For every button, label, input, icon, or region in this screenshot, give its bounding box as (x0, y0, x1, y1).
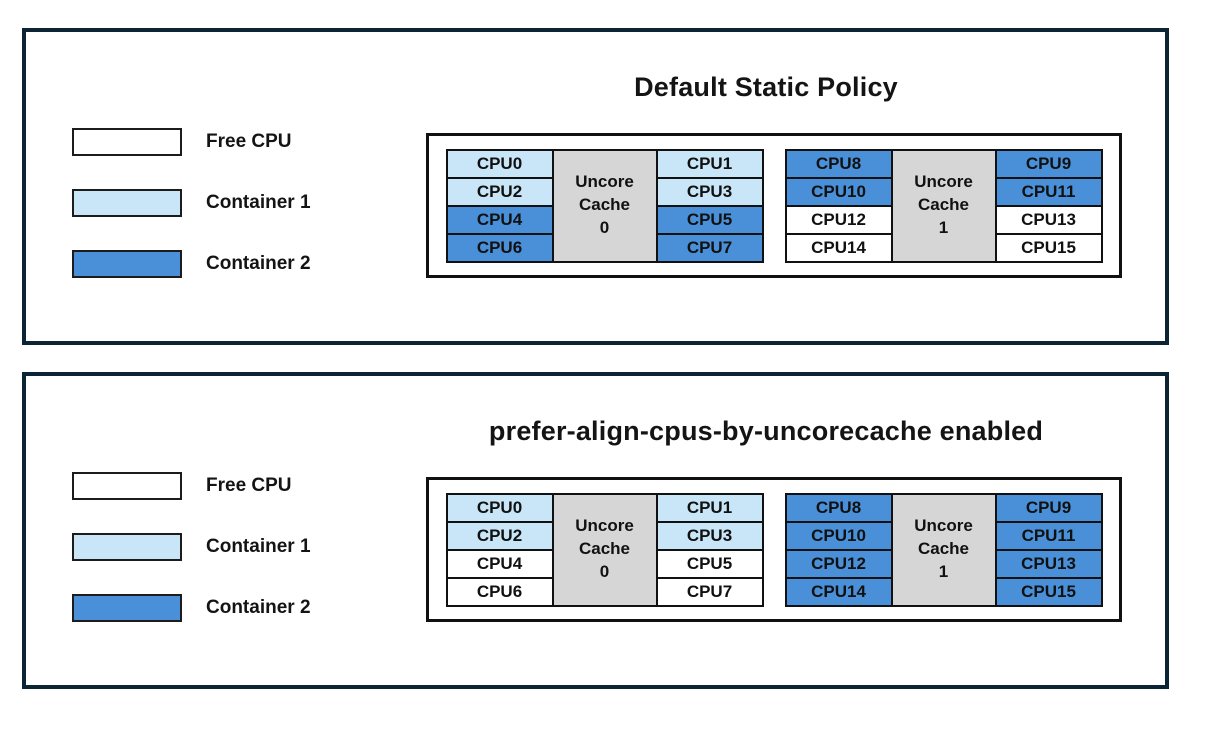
cpu-cell: CPU1 (655, 492, 764, 523)
cpu-topology-diagram: CPU0 CPU2 CPU4 CPU6 Uncore Cache 0 CPU1 … (426, 133, 1122, 278)
cpu-cell: CPU12 (784, 204, 893, 235)
cpu-cell: CPU9 (994, 148, 1103, 179)
legend-swatch-free-cpu (72, 472, 182, 500)
legend-swatch-container-2 (72, 250, 182, 278)
legend: Free CPU Container 1 Container 2 (72, 128, 311, 311)
legend-swatch-container-2 (72, 594, 182, 622)
cpu-cell: CPU5 (655, 548, 764, 579)
panel-default-static-policy: Default Static Policy Free CPU Container… (22, 28, 1169, 345)
uncore-cache-1-label: Uncore Cache 1 (890, 492, 997, 607)
uncore-cache-0-group: CPU0 CPU2 CPU4 CPU6 Uncore Cache 0 CPU1 … (445, 492, 764, 607)
cpu-cell: CPU14 (784, 232, 893, 263)
cpu-cell: CPU4 (445, 548, 554, 579)
cpu-cell: CPU4 (445, 204, 554, 235)
legend-label: Container 1 (206, 192, 311, 213)
cpu-cell: CPU0 (445, 492, 554, 523)
cpu-cell: CPU2 (445, 176, 554, 207)
legend-swatch-free-cpu (72, 128, 182, 156)
panel-title: prefer-align-cpus-by-uncorecache enabled (488, 416, 1044, 446)
cpu-column-left: CPU0 CPU2 CPU4 CPU6 (445, 492, 554, 607)
cpu-column-left: CPU0 CPU2 CPU4 CPU6 (445, 148, 554, 263)
legend-swatch-container-1 (72, 533, 182, 561)
cpu-cell: CPU10 (784, 176, 893, 207)
uncore-cache-1-label: Uncore Cache 1 (890, 148, 997, 263)
cpu-topology-diagram: CPU0 CPU2 CPU4 CPU6 Uncore Cache 0 CPU1 … (426, 477, 1122, 622)
uncore-cache-0-label: Uncore Cache 0 (551, 148, 658, 263)
legend-item-container-2: Container 2 (72, 594, 311, 622)
cpu-cell: CPU15 (994, 576, 1103, 607)
cpu-cell: CPU11 (994, 520, 1103, 551)
cpu-cell: CPU3 (655, 520, 764, 551)
uncore-cache-0-label: Uncore Cache 0 (551, 492, 658, 607)
cpu-cell: CPU8 (784, 492, 893, 523)
cpu-column-right: CPU9 CPU11 CPU13 CPU15 (994, 148, 1103, 263)
legend-item-container-2: Container 2 (72, 250, 311, 278)
cpu-column-left: CPU8 CPU10 CPU12 CPU14 (784, 492, 893, 607)
panel-prefer-align-cpus-by-uncorecache: prefer-align-cpus-by-uncorecache enabled… (22, 372, 1169, 689)
legend-item-free-cpu: Free CPU (72, 472, 311, 500)
panel-title: Default Static Policy (634, 72, 898, 102)
cpu-cell: CPU8 (784, 148, 893, 179)
cpu-cell: CPU13 (994, 204, 1103, 235)
cpu-column-right: CPU9 CPU11 CPU13 CPU15 (994, 492, 1103, 607)
legend-label: Free CPU (206, 475, 292, 496)
cpu-cell: CPU5 (655, 204, 764, 235)
cpu-cell: CPU11 (994, 176, 1103, 207)
cpu-cell: CPU15 (994, 232, 1103, 263)
uncore-cache-0-group: CPU0 CPU2 CPU4 CPU6 Uncore Cache 0 CPU1 … (445, 148, 764, 263)
cpu-cell: CPU9 (994, 492, 1103, 523)
uncore-cache-1-group: CPU8 CPU10 CPU12 CPU14 Uncore Cache 1 CP… (784, 148, 1103, 263)
cpu-cell: CPU1 (655, 148, 764, 179)
cpu-column-right: CPU1 CPU3 CPU5 CPU7 (655, 492, 764, 607)
cpu-cell: CPU7 (655, 232, 764, 263)
legend-item-container-1: Container 1 (72, 533, 311, 561)
cpu-cell: CPU7 (655, 576, 764, 607)
cpu-cell: CPU6 (445, 576, 554, 607)
cpu-column-right: CPU1 CPU3 CPU5 CPU7 (655, 148, 764, 263)
legend-item-container-1: Container 1 (72, 189, 311, 217)
cpu-cell: CPU0 (445, 148, 554, 179)
cpu-cell: CPU14 (784, 576, 893, 607)
cpu-cell: CPU12 (784, 548, 893, 579)
legend-label: Container 1 (206, 536, 311, 557)
legend-item-free-cpu: Free CPU (72, 128, 311, 156)
legend-swatch-container-1 (72, 189, 182, 217)
cpu-cell: CPU10 (784, 520, 893, 551)
legend-label: Container 2 (206, 597, 311, 618)
cpu-cell: CPU2 (445, 520, 554, 551)
cpu-cell: CPU6 (445, 232, 554, 263)
cpu-cell: CPU13 (994, 548, 1103, 579)
cpu-column-left: CPU8 CPU10 CPU12 CPU14 (784, 148, 893, 263)
cpu-cell: CPU3 (655, 176, 764, 207)
uncore-cache-1-group: CPU8 CPU10 CPU12 CPU14 Uncore Cache 1 CP… (784, 492, 1103, 607)
legend-label: Container 2 (206, 253, 311, 274)
legend: Free CPU Container 1 Container 2 (72, 472, 311, 655)
legend-label: Free CPU (206, 131, 292, 152)
